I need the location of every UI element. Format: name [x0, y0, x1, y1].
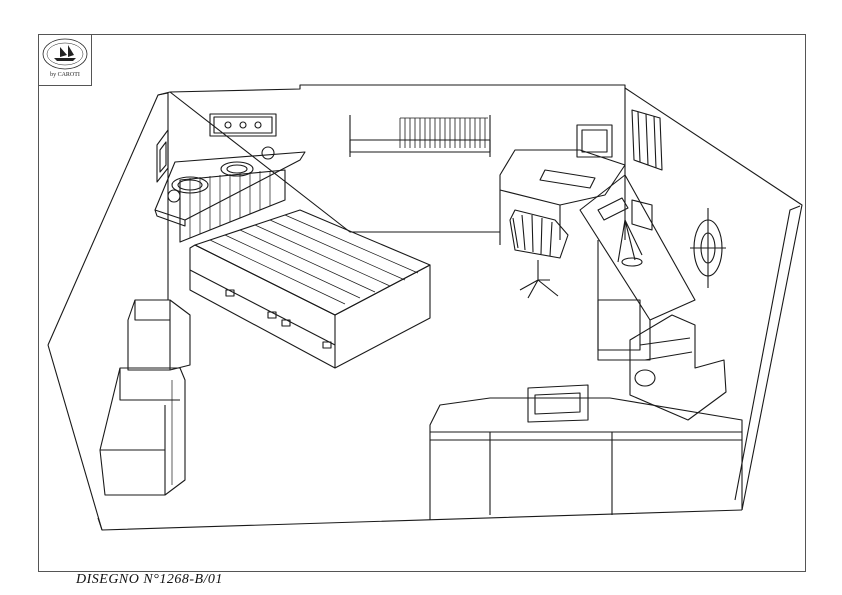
wall-bookshelf [349, 115, 491, 157]
drawing-frame [38, 34, 806, 572]
desk-chair [509, 209, 569, 299]
armchair [629, 314, 727, 421]
left-cabinets [99, 299, 191, 496]
ship-wheel [690, 208, 726, 288]
telescope [597, 197, 643, 267]
bed [179, 169, 431, 369]
logo-maker: by CAROTI [50, 72, 80, 78]
brand-logo: by CAROTI [38, 34, 92, 86]
wall-picture-left [156, 129, 169, 183]
drawing-caption: DISEGNO N°1268-B/01 [76, 572, 223, 587]
room-walls [47, 84, 803, 531]
wall-book-unit [631, 109, 663, 231]
wall-picture-back [209, 113, 277, 137]
ship-seal-icon [42, 38, 88, 70]
front-cabinet [429, 299, 743, 520]
